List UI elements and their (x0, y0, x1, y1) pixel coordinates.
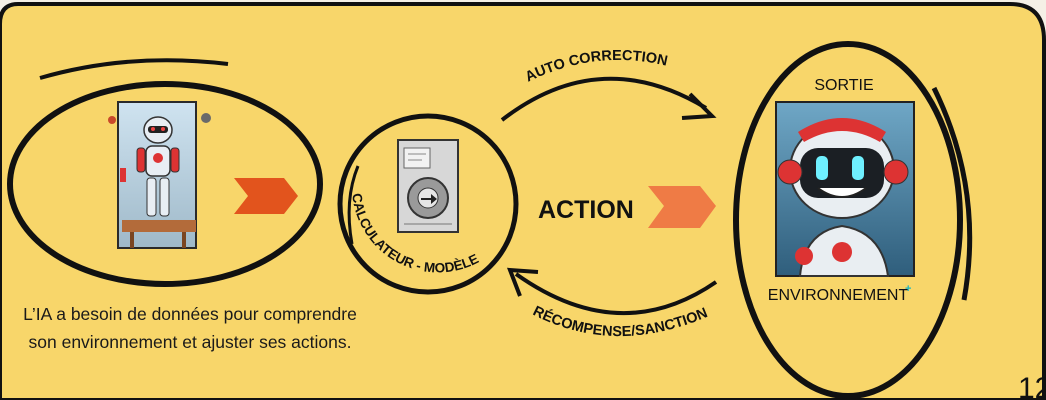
environment-label: ENVIRONNEMENT (768, 287, 909, 304)
auto-correction-arrow (500, 76, 717, 122)
output-oval (733, 41, 973, 399)
action-arrow-icon (648, 186, 716, 228)
action-label: ACTION (538, 196, 634, 224)
smiling-robot-icon (775, 101, 915, 277)
input-oval (7, 58, 323, 287)
model-circle (337, 113, 519, 295)
output-label: SORTIE (814, 77, 873, 94)
caption-text: L’IA a besoin de données pour comprendre… (23, 304, 357, 352)
robot-on-table-icon (117, 101, 197, 249)
model-document-gear-icon (397, 139, 459, 233)
page-number: 12 (1018, 372, 1046, 400)
environment-plus-mark: + (905, 283, 911, 295)
input-arrow-icon (234, 178, 298, 214)
reward-arrow (507, 267, 718, 315)
